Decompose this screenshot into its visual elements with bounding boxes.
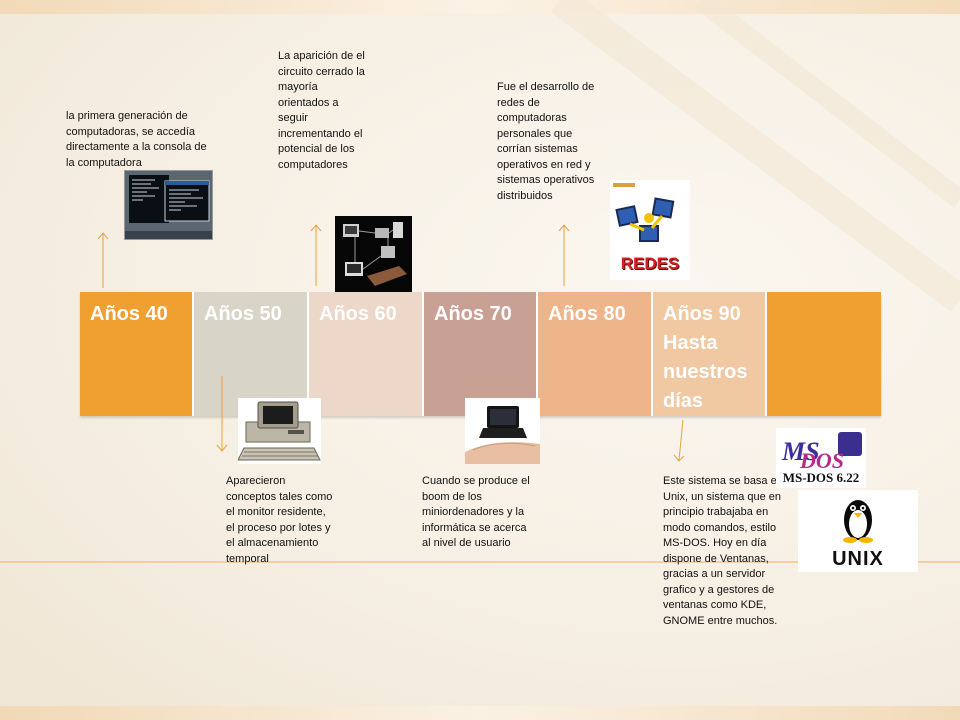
decades-timeline: Años 40 Años 50 Años 60 Años 70 Años 80 … (80, 292, 881, 416)
decade-cell-90: Años 90 Hasta nuestros días (653, 292, 767, 416)
decade-label: Años 40 (90, 303, 168, 325)
arrow-down-90 (674, 419, 685, 462)
circuit-computers-image (335, 216, 412, 292)
arrow-up-40 (97, 232, 109, 288)
redes-label: REDES (620, 254, 680, 273)
decade-cell-60: Años 60 (309, 292, 424, 416)
msdos-box-image: MS DOS MS-DOS 6.22 (776, 428, 866, 488)
decade-cell-40: Años 40 (80, 292, 194, 416)
arrow-down-50 (216, 376, 228, 452)
decade-cell-50: Años 50 (194, 292, 309, 416)
decade-label: Años 60 (319, 303, 397, 325)
arrow-up-80 (558, 224, 570, 286)
decade-label: Años 90 Hasta nuestros días (663, 303, 748, 412)
unix-penguin-image: UNIX (798, 490, 918, 572)
decade-label: Años 70 (434, 303, 512, 325)
decade-label: Años 50 (204, 303, 282, 325)
note-decade-70: Cuando se produce el boom de los miniord… (422, 475, 530, 549)
unix-label: UNIX (832, 548, 884, 570)
netbook-hand-image (465, 398, 540, 464)
bottom-decor-stripe (0, 706, 960, 720)
msdos-label: MS-DOS 6.22 (782, 470, 860, 485)
note-decade-90: Este sistema se basa en Unix, un sistema… (663, 475, 783, 627)
note-decade-40: la primera generación de computadoras, s… (66, 110, 207, 169)
console-screenshot-image (124, 170, 213, 240)
note-decade-80: Fue el desarrollo de redes de computador… (497, 81, 595, 202)
desktop-computer-image (238, 398, 321, 464)
arrow-up-60 (310, 224, 322, 286)
svg-text:DOS: DOS (799, 448, 844, 473)
decade-cell-80: Años 80 (538, 292, 653, 416)
decade-label: Años 80 (548, 303, 626, 325)
note-decade-60: La aparición de el circuito cerrado la m… (278, 50, 365, 171)
note-decade-50: Aparecieron conceptos tales como el moni… (226, 475, 333, 565)
decade-cell-empty (767, 292, 881, 416)
redes-network-image: REDES (610, 180, 690, 280)
svg-text:MS: MS (781, 437, 820, 466)
decade-cell-70: Años 70 (424, 292, 538, 416)
top-decor-stripe (0, 0, 960, 14)
